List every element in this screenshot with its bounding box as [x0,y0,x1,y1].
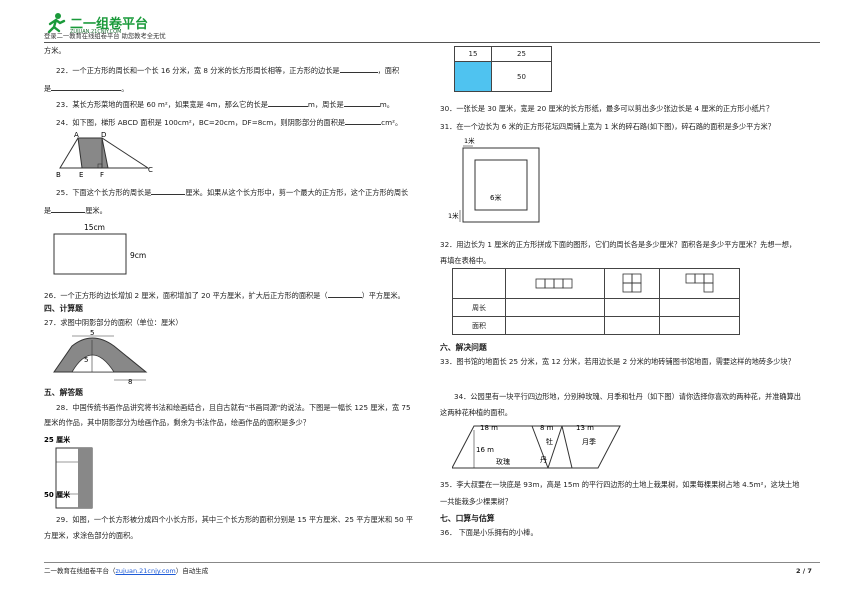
label-B: B [56,171,61,179]
dim-13m: 13 m [576,424,594,432]
question-36: 36． 下面是小乐拥有的小棒。 [440,528,538,537]
header-rule [44,42,820,43]
logo-subtitle: ZUJUAN.21CNJY.COM [70,29,122,35]
label-peony-1: 牡 [546,437,553,446]
question-27: 27．求图中阴影部分的面积（单位：厘米） [44,318,183,327]
trapezoid-figure: A D B E F C [56,131,153,179]
question-34-cont: 这两种花种植的面积。 [440,408,512,417]
path-top-label: 1米 [464,136,475,145]
question-28-cont: 厘米的作品，其中阴影部分为绘画作品，剩余为书法作品，绘画作品的面积是多少？ [44,418,310,427]
label-chinese-rose: 月季 [582,437,596,446]
question-31: 31．在一个边长为 6 米的正方形花坛四周铺上宽为 1 米的碎石路(如下图)，碎… [440,122,775,131]
label-E: E [79,171,83,179]
shape-2x2-icon [622,273,642,292]
footer-source: 二一教育在线组卷平台（zujuan.21cnjy.com）自动生成 [44,567,209,575]
shaded-shape-figure: 5 5 8 [53,329,148,386]
height-label: 9cm [130,251,146,260]
question-34: 34．公园里有一块平行四边形地，分别种玫瑰、月季和牡丹（如下图）请你选择你喜欢的… [454,392,801,401]
dim-18m: 18 m [480,424,498,432]
question-35-cont: 一共能栽多少棵果树？ [440,497,512,506]
row-perimeter-label: 周长 [452,298,506,317]
runner-logo-icon [47,13,66,34]
top-dim: 5 [90,329,94,337]
question-25-cont: 是厘米。 [44,206,107,215]
label-rose: 玫瑰 [496,457,510,466]
height-16m: 16 m [476,446,494,454]
question-22: 22．一个正方形的周长和一个长 16 分米，宽 8 分米的长方形周长相等，正方形… [56,66,400,75]
section-4-heading: 四、计算题 [44,304,83,313]
path-left-label: 1米 [448,211,459,220]
section-5-heading: 五、解答题 [44,388,83,397]
row-area-label: 面积 [452,316,506,335]
logo-title: 二一组卷平台 [70,17,149,32]
question-24: 24．如下图，梯形 ABCD 面积是 100cm²，BC=20cm，DF=8cm… [56,118,403,127]
question-26: 26．一个正方形的边长增加 2 厘米，面积增加了 20 平方厘米，扩大后正方形的… [44,291,405,300]
shape-1x4-icon [535,278,573,288]
question-29-cont: 方厘米，求涂色部分的面积。 [44,531,138,540]
section-6-heading: 六、解决问题 [440,343,487,352]
label-A: A [74,131,79,139]
question-25: 25．下面这个长方形的周长是厘米。如果从这个长方形中，剪一个最大的正方形，这个正… [56,188,409,197]
bottom-dim: 8 [128,378,132,386]
rectangle-figure: 15cm 9cm [53,223,146,275]
question-32: 32．用边长为 1 厘米的正方形拼成下面的图形，它们的周长各是多少厘米？面积各是… [440,240,797,249]
label-C: C [148,166,153,174]
question-32-cont: 再填在表格中。 [440,256,491,265]
question-28: 28．中国传统书画作品讲究将书法和绘画结合，且自古就有"书画同源"的说法。下图是… [56,403,411,412]
footer-link[interactable]: zujuan.21cnjy.com [115,567,176,575]
question-29: 29．如图，一个长方形被分成四个小长方形，其中三个长方形的面积分别是 15 平方… [56,515,414,524]
cell-25: 25 [491,46,552,62]
header-slogan: 登录二一教育在线组卷平台 助您教考全无忧 [44,33,166,40]
side-length-label: 50 厘米 [44,490,71,499]
question-30: 30．一张长是 30 厘米，宽是 20 厘米的长方形纸，最多可以剪出多少张边长是… [440,104,774,113]
label-F: F [100,171,104,179]
parallelogram-figure: 18 m 8 m 13 m 16 m 玫瑰 牡 丹 月季 [452,424,621,469]
garden-figure: 1米 6米 1米 [448,136,540,223]
dim-8m: 8 m [540,424,554,432]
footer-rule [44,562,820,563]
q21-tail: 方米。 [44,46,66,55]
shape-l-icon [685,273,714,292]
width-label: 15cm [84,223,105,232]
cell-50: 50 [491,61,552,92]
question-22-cont: 是。 [44,84,129,93]
section-7-heading: 七、口算与估算 [440,514,495,523]
question-29-grid: 15 25 50 [454,46,552,92]
top-length-label: 25 厘米 [44,435,71,444]
painting-figure: 25 厘米 50 厘米 [44,435,93,509]
question-33: 33．图书馆的地面长 25 分米，宽 12 分米，若用边长是 2 分米的地砖铺图… [440,357,795,366]
mid-dim: 5 [84,356,88,364]
header-logo: 二一组卷平台 ZUJUAN.21CNJY.COM [44,12,184,38]
question-32-table: 周长 面积 [452,268,740,335]
question-35: 35．李大叔要在一块底是 93m，高是 15m 的平行四边形的土地上栽果树，如果… [440,480,800,489]
cell-shaded [454,61,492,92]
inner-side-label: 6米 [490,193,501,202]
cell-15: 15 [454,46,492,62]
label-peony-2: 丹 [540,456,547,464]
label-D: D [101,131,106,139]
page-number: 2 / 7 [796,567,812,575]
